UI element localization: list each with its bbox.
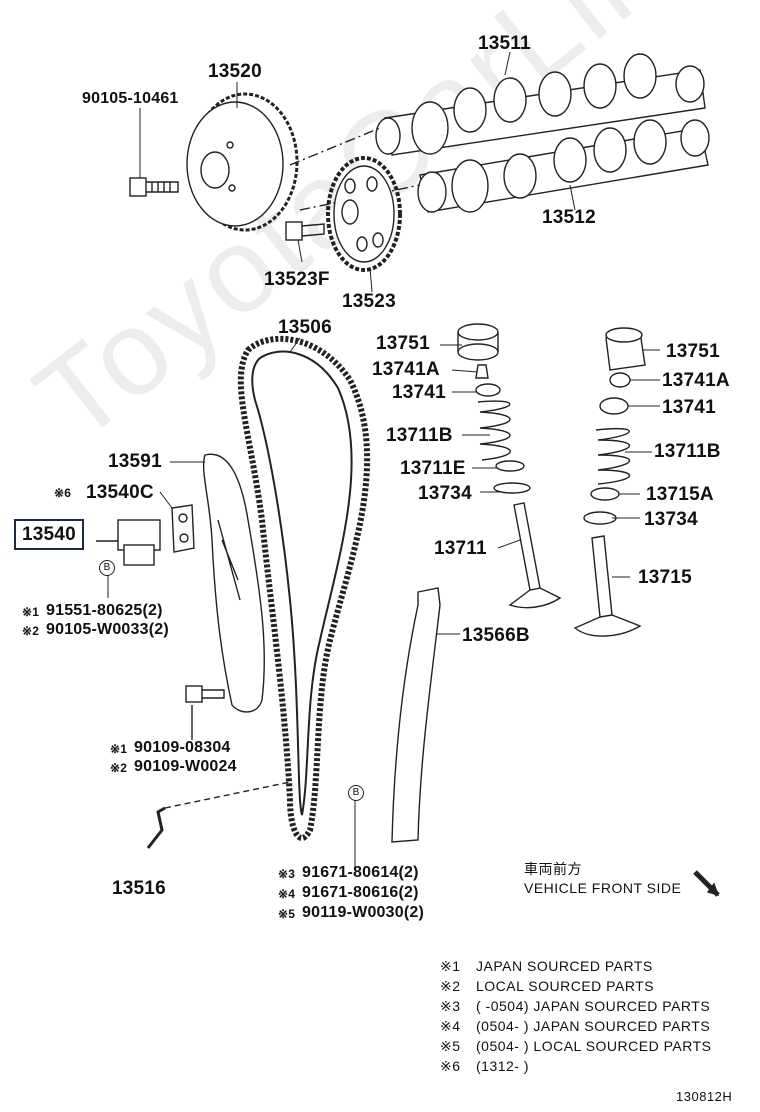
diagram-id: 130812H	[676, 1089, 733, 1104]
label-90105-W0033[interactable]: 90105-W0033(2)	[46, 621, 169, 638]
label-90109-W0024[interactable]: 90109-W0024	[134, 758, 237, 775]
chain-tensioner-13540	[96, 519, 161, 566]
label-13741-left[interactable]: 13741	[392, 382, 446, 403]
label-13523[interactable]: 13523	[342, 291, 396, 312]
valve-train-left	[457, 323, 562, 609]
chain-tensioner-slipper-13591	[202, 453, 265, 713]
cam-sprocket-13523	[326, 156, 402, 272]
label-13741-right[interactable]: 13741	[662, 397, 716, 418]
label-13734-left[interactable]: 13734	[418, 483, 472, 504]
mark-2: ※2	[22, 624, 40, 638]
label-13506[interactable]: 13506	[278, 317, 332, 338]
legend-row: ※4 (0504- ) JAPAN SOURCED PARTS	[440, 1018, 740, 1038]
legend-mark: ※6	[440, 1058, 461, 1074]
legend-mark: ※1	[440, 958, 461, 974]
label-13711B-right[interactable]: 13711B	[654, 441, 721, 462]
label-13516[interactable]: 13516	[112, 878, 166, 899]
legend-mark: ※4	[440, 1018, 461, 1034]
legend-text: (0504- ) JAPAN SOURCED PARTS	[476, 1018, 711, 1034]
label-13741A-right[interactable]: 13741A	[662, 370, 730, 391]
label-90119-W0030[interactable]: 90119-W0030(2)	[302, 904, 424, 921]
footnote-legend: ※1 JAPAN SOURCED PARTS ※2 LOCAL SOURCED PA…	[440, 958, 740, 1078]
label-13711E[interactable]: 13711E	[400, 458, 466, 479]
legend-mark: ※3	[440, 998, 461, 1014]
bolt-marker-b: B	[99, 560, 115, 576]
label-13566B[interactable]: 13566B	[462, 625, 530, 646]
direction-label-jp: 車両前方	[524, 861, 582, 877]
label-91551-80625[interactable]: 91551-80625(2)	[46, 602, 163, 619]
label-13711B-left[interactable]: 13711B	[386, 425, 453, 446]
label-90109-08304[interactable]: 90109-08304	[134, 739, 231, 756]
bolt-13523F	[285, 221, 325, 241]
camshaft-intake	[375, 53, 706, 156]
label-13734-right[interactable]: 13734	[644, 509, 698, 530]
mark-6: ※6	[54, 486, 72, 500]
mark-5: ※5	[278, 907, 296, 921]
legend-mark: ※5	[440, 1038, 461, 1054]
bolt-90109	[185, 685, 225, 740]
label-91671-80616[interactable]: 91671-80616(2)	[302, 884, 419, 901]
oil-nozzle-13516	[146, 781, 291, 849]
legend-row: ※1 JAPAN SOURCED PARTS	[440, 958, 740, 978]
label-13715[interactable]: 13715	[638, 567, 692, 588]
legend-row: ※6 (1312- )	[440, 1058, 740, 1078]
label-91671-80614[interactable]: 91671-80614(2)	[302, 864, 419, 881]
label-90105-10461[interactable]: 90105-10461	[82, 90, 179, 107]
legend-text: (0504- ) LOCAL SOURCED PARTS	[476, 1038, 712, 1054]
vehicle-front-arrow	[693, 870, 720, 897]
label-13523F[interactable]: 13523F	[264, 269, 330, 290]
legend-row: ※5 (0504- ) LOCAL SOURCED PARTS	[440, 1038, 740, 1058]
label-13711[interactable]: 13711	[434, 538, 487, 559]
label-13715A[interactable]: 13715A	[646, 484, 714, 505]
label-13512[interactable]: 13512	[542, 207, 596, 228]
legend-row: ※2 LOCAL SOURCED PARTS	[440, 978, 740, 998]
label-13511[interactable]: 13511	[478, 33, 531, 54]
cam-timing-gear-13520	[186, 92, 299, 232]
legend-text: JAPAN SOURCED PARTS	[476, 958, 653, 974]
label-13540C[interactable]: 13540C	[86, 482, 154, 503]
label-13520[interactable]: 13520	[208, 61, 262, 82]
label-13540-highlighted[interactable]: 13540	[14, 519, 84, 550]
label-13751-left[interactable]: 13751	[376, 333, 430, 354]
mark-1: ※1	[22, 605, 40, 619]
legend-row: ※3 ( -0504) JAPAN SOURCED PARTS	[440, 998, 740, 1018]
direction-label-en: VEHICLE FRONT SIDE	[524, 880, 682, 896]
bolt-marker-b: B	[348, 785, 364, 801]
legend-text: LOCAL SOURCED PARTS	[476, 978, 655, 994]
label-13751-right[interactable]: 13751	[666, 341, 720, 362]
mark-3: ※3	[278, 867, 296, 881]
mark-2: ※2	[110, 761, 128, 775]
mark-4: ※4	[278, 887, 296, 901]
label-13741A-left[interactable]: 13741A	[372, 359, 440, 380]
chain-guide-13566B	[391, 587, 441, 843]
label-13591[interactable]: 13591	[108, 451, 162, 472]
legend-text: (1312- )	[476, 1058, 530, 1074]
mark-1: ※1	[110, 742, 128, 756]
legend-mark: ※2	[440, 978, 461, 994]
valve-train-right	[573, 327, 646, 637]
timing-chain-13506	[237, 335, 371, 841]
camshaft-exhaust	[417, 119, 710, 213]
bolt-90105-10461	[129, 177, 179, 197]
tensioner-plate-13540C	[171, 504, 195, 553]
legend-text: ( -0504) JAPAN SOURCED PARTS	[476, 998, 711, 1014]
